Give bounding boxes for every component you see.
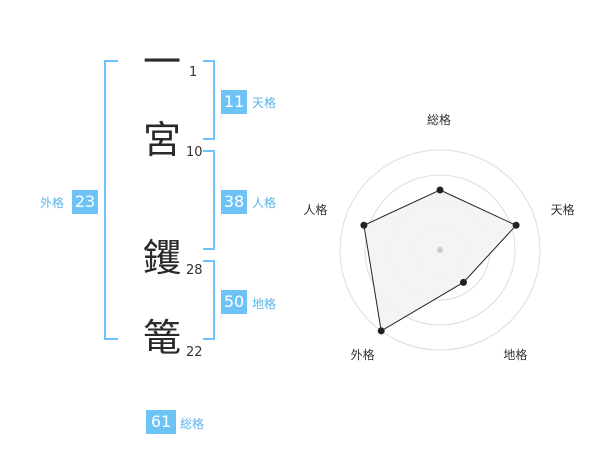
radar-axis-label: 天格 <box>550 202 575 217</box>
radar-point-4 <box>377 327 385 335</box>
radar-point-2 <box>512 221 520 229</box>
chi-bracket <box>203 260 215 340</box>
stroke-count-2: 10 <box>186 145 203 160</box>
radar-grid-ring <box>339 149 541 351</box>
so-kaku-label: 総格 <box>180 417 205 431</box>
ten-bracket <box>203 60 215 140</box>
chi-kaku-label: 地格 <box>252 297 277 311</box>
ten-kaku-badge: 11 <box>221 90 247 114</box>
radar-point-5 <box>360 221 368 229</box>
jin-kaku-badge: 38 <box>221 190 247 214</box>
radar-data-polygon <box>363 189 517 332</box>
ten-kaku-label: 天格 <box>252 96 277 110</box>
radar-center-dot <box>437 247 443 253</box>
name-char-2: 宮 <box>142 118 181 162</box>
radar-axis-label: 人格 <box>303 202 328 217</box>
jin-kaku-label: 人格 <box>252 196 277 210</box>
chi-kaku-badge: 50 <box>221 290 247 314</box>
radar-axis-label: 外格 <box>350 348 375 363</box>
name-char-4: 篭 <box>142 316 181 360</box>
stroke-count-3: 28 <box>186 263 203 278</box>
radar-grid-ring <box>364 174 516 326</box>
name-char-1: 一 <box>142 40 181 84</box>
radar-point-3 <box>460 278 468 286</box>
jin-bracket <box>203 150 215 250</box>
radar-point-1 <box>436 186 444 194</box>
radar-axis-label: 地格 <box>503 348 528 363</box>
so-kaku-badge: 61 <box>146 410 176 434</box>
stroke-count-1: 1 <box>189 65 198 80</box>
name-char-3: 钁 <box>142 236 181 280</box>
stroke-count-4: 22 <box>186 345 203 360</box>
radar-axis-label: 総格 <box>427 113 452 127</box>
outer-bracket <box>104 60 118 340</box>
gai-kaku-label: 外格 <box>40 196 65 210</box>
gai-kaku-badge: 23 <box>72 190 98 214</box>
